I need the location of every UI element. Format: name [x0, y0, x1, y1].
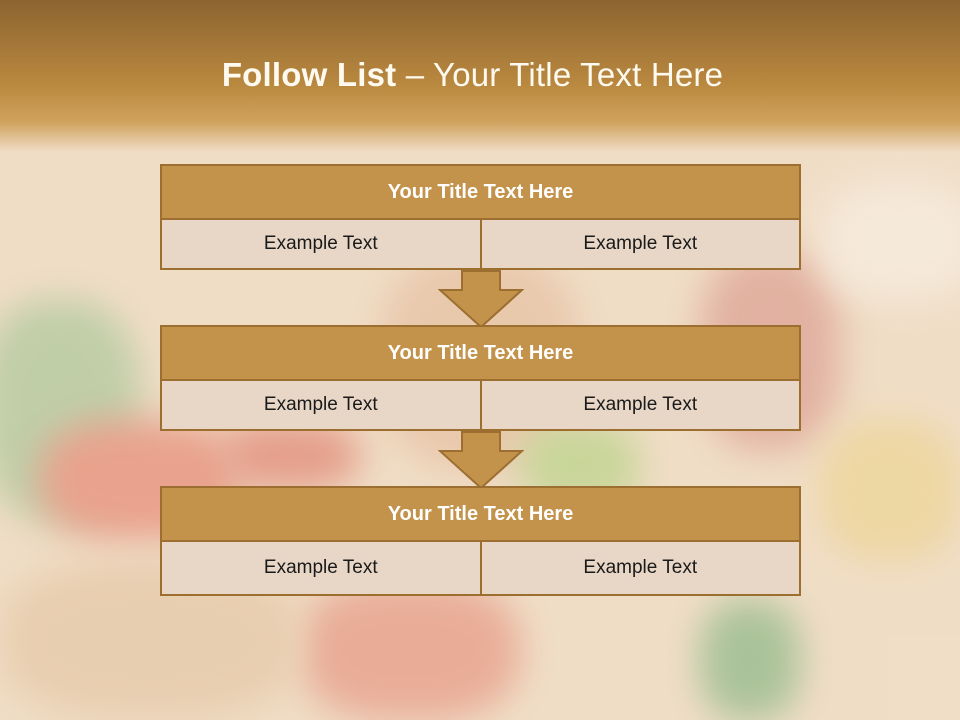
- step-block-1: Your Title Text Here Example Text Exampl…: [160, 164, 801, 270]
- step-title: Your Title Text Here: [160, 486, 801, 542]
- step-cell-left: Example Text: [160, 542, 482, 596]
- step-row: Example Text Example Text: [160, 381, 801, 431]
- header-band: [0, 0, 960, 152]
- down-arrow-icon: [438, 270, 524, 328]
- page-title-rest: – Your Title Text Here: [396, 56, 724, 93]
- page-title-bold: Follow List: [221, 56, 397, 93]
- step-title: Your Title Text Here: [160, 164, 801, 220]
- step-cell-left: Example Text: [160, 381, 482, 431]
- step-cell-right: Example Text: [481, 220, 801, 270]
- step-block-3: Your Title Text Here Example Text Exampl…: [160, 486, 801, 596]
- step-cell-right: Example Text: [481, 381, 801, 431]
- page-title: Follow List – Your Title Text Here: [0, 56, 945, 94]
- step-block-2: Your Title Text Here Example Text Exampl…: [160, 325, 801, 431]
- down-arrow-icon: [438, 431, 524, 489]
- step-cell-left: Example Text: [160, 220, 482, 270]
- step-cell-right: Example Text: [481, 542, 801, 596]
- step-title: Your Title Text Here: [160, 325, 801, 381]
- step-row: Example Text Example Text: [160, 220, 801, 270]
- step-row: Example Text Example Text: [160, 542, 801, 596]
